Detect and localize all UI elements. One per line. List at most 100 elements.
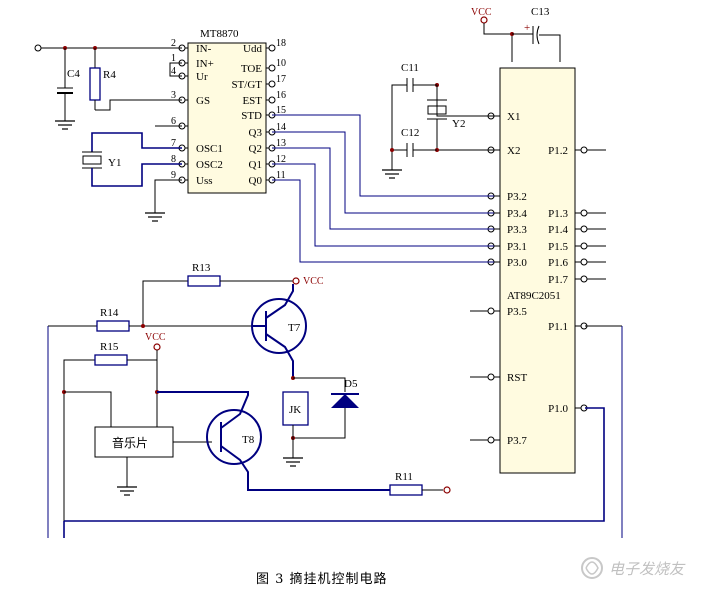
mt8870-left-pin-label: OSC1: [196, 143, 223, 155]
mt8870-title: MT8870: [200, 28, 239, 40]
oscillator-x: C11 C12 Y2: [382, 62, 494, 179]
at89-right-pin-label: P1.0: [548, 403, 568, 415]
input-network: C4 R4: [34, 44, 182, 130]
vcc-top-label: VCC: [471, 7, 492, 18]
at89-right-pins: P1.2P1.3P1.4P1.5P1.6P1.7P1.1P1.0: [548, 145, 606, 415]
r14-label: R14: [100, 307, 119, 319]
mt8870-right-pin-dot: [268, 80, 276, 88]
mt8870-left-pin-label: Ur: [196, 71, 208, 83]
mt8870-left-pins: 2 IN- 1 IN+ 4 Ur 3 GS 6 7 OSC1 8 OSC2 9 Uss: [171, 38, 223, 187]
vcc-c13: VCC C13 +: [471, 6, 561, 62]
at89-right-pin-label: P1.4: [548, 224, 568, 236]
at89-left-pin-label: X1: [507, 111, 520, 123]
vcc-t7-label: VCC: [303, 276, 324, 287]
t7-label: T7: [288, 322, 301, 334]
at89-right-pin-dot: [580, 275, 588, 283]
y1-label: Y1: [108, 157, 121, 169]
mt8870-right-pin-label: Q3: [249, 127, 263, 139]
mt8870-right-pin-num: 12: [276, 154, 286, 165]
mt8870-right-pin-num: 18: [276, 38, 286, 49]
at89-right-pin-label: P1.6: [548, 257, 568, 269]
hook-control: VCC R13 R14 T7 JK D5 R15: [47, 262, 451, 538]
mt8870-right-pin-num: 10: [276, 58, 286, 69]
d5-label: D5: [344, 378, 358, 390]
mt8870-right-pin-label: STD: [241, 110, 262, 122]
at89-left-pin-label: RST: [507, 372, 527, 384]
mt8870-left-pin-num: 8: [171, 154, 176, 165]
mt8870-chip: [187, 42, 267, 194]
t8-label: T8: [242, 434, 255, 446]
mt8870-right-pin-label: Q0: [249, 175, 263, 187]
mt8870-left-pin-label: GS: [196, 95, 210, 107]
at89-right-pin-dot: [580, 258, 588, 266]
mt8870-right-pin-num: 11: [276, 170, 286, 181]
watermark: 电子发烧友: [581, 557, 686, 579]
mt8870-left-pin-num: 1: [171, 53, 176, 64]
at89c2051-chip: [499, 67, 576, 474]
mt8870-right-pin-label: EST: [242, 95, 262, 107]
mt8870-left-pin-label: IN-: [196, 43, 212, 55]
at89-right-pin-label: P1.3: [548, 208, 568, 220]
data-bus: [272, 114, 494, 263]
r15-label: R15: [100, 341, 119, 353]
at89-left-pin-label: P3.7: [507, 435, 527, 447]
mt8870-right-pin-label: TOE: [241, 63, 262, 75]
mt8870-left-pin-num: 3: [171, 90, 176, 101]
crystal-y1: Y1: [82, 132, 182, 222]
at89-right-pin-dot: [580, 225, 588, 233]
mt8870-right-pin-label: Q1: [249, 159, 262, 171]
mt8870-right-pin-dot: [268, 44, 276, 52]
c12-label: C12: [401, 127, 419, 139]
at89-right-pin-dot: [580, 209, 588, 217]
mt8870-right-pin-num: 15: [276, 105, 286, 116]
at89-right-pin-label: P1.7: [548, 274, 568, 286]
watermark-text: 电子发烧友: [609, 560, 686, 578]
c11-label: C11: [401, 62, 419, 74]
mt8870-left-pin-label: IN+: [196, 58, 214, 70]
at89-left-pin-label: X2: [507, 145, 520, 157]
at89-left-pin-label: P3.2: [507, 191, 527, 203]
figure-caption: 图 3 摘挂机控制电路: [256, 571, 388, 587]
mt8870-right-pin-num: 16: [276, 90, 286, 101]
at89-left-pin-dot: [487, 373, 495, 381]
jk-label: JK: [289, 404, 301, 416]
mt8870-left-pin-num: 2: [171, 38, 176, 49]
mt8870-right-pin-label: Udd: [243, 43, 262, 55]
c13-plus: +: [524, 22, 530, 34]
at89-right-pin-dot: [580, 146, 588, 154]
at89-right-pin-dot: [580, 242, 588, 250]
mt8870-right-pin-num: 14: [276, 122, 286, 133]
at89-right-pin-label: P1.1: [548, 321, 568, 333]
c13-label: C13: [531, 6, 550, 18]
r11-label: R11: [395, 471, 413, 483]
at89-right-pin-label: P1.2: [548, 145, 568, 157]
vcc-r15-label: VCC: [145, 332, 166, 343]
music-chip-label: 音乐片: [112, 435, 148, 450]
mt8870-left-pin-label: Uss: [196, 175, 213, 187]
mt8870-left-pin-num: 9: [171, 170, 176, 181]
mt8870-right-pin-num: 17: [276, 74, 286, 85]
y2-label: Y2: [452, 118, 465, 130]
mt8870-right-pin-dot: [268, 96, 276, 104]
r13-label: R13: [192, 262, 211, 274]
at89-left-pin-label: P3.4: [507, 208, 527, 220]
at89-left-pin-label: P3.0: [507, 257, 527, 269]
at89-left-pin-label: P3.5: [507, 306, 527, 318]
at89-left-pin-dot: [487, 307, 495, 315]
mt8870-right-pin-label: Q2: [249, 143, 262, 155]
at89-left-pin-label: P3.3: [507, 224, 527, 236]
mt8870-left-pin-label: OSC2: [196, 159, 223, 171]
mt8870-left-pin-num: 4: [171, 66, 176, 77]
at89-right-pin-label: P1.5: [548, 241, 568, 253]
mt8870-right-pin-dot: [268, 64, 276, 72]
mt8870-left-pin-num: 6: [171, 116, 176, 127]
mt8870-right-pin-num: 13: [276, 138, 286, 149]
return-wires: [63, 325, 623, 538]
at89-left-pin-label: P3.1: [507, 241, 527, 253]
at89-left-pin-dot: [487, 436, 495, 444]
r4-label: R4: [103, 69, 116, 81]
at89c2051-title: AT89C2051: [507, 290, 561, 302]
mt8870-left-pin-num: 7: [171, 138, 176, 149]
